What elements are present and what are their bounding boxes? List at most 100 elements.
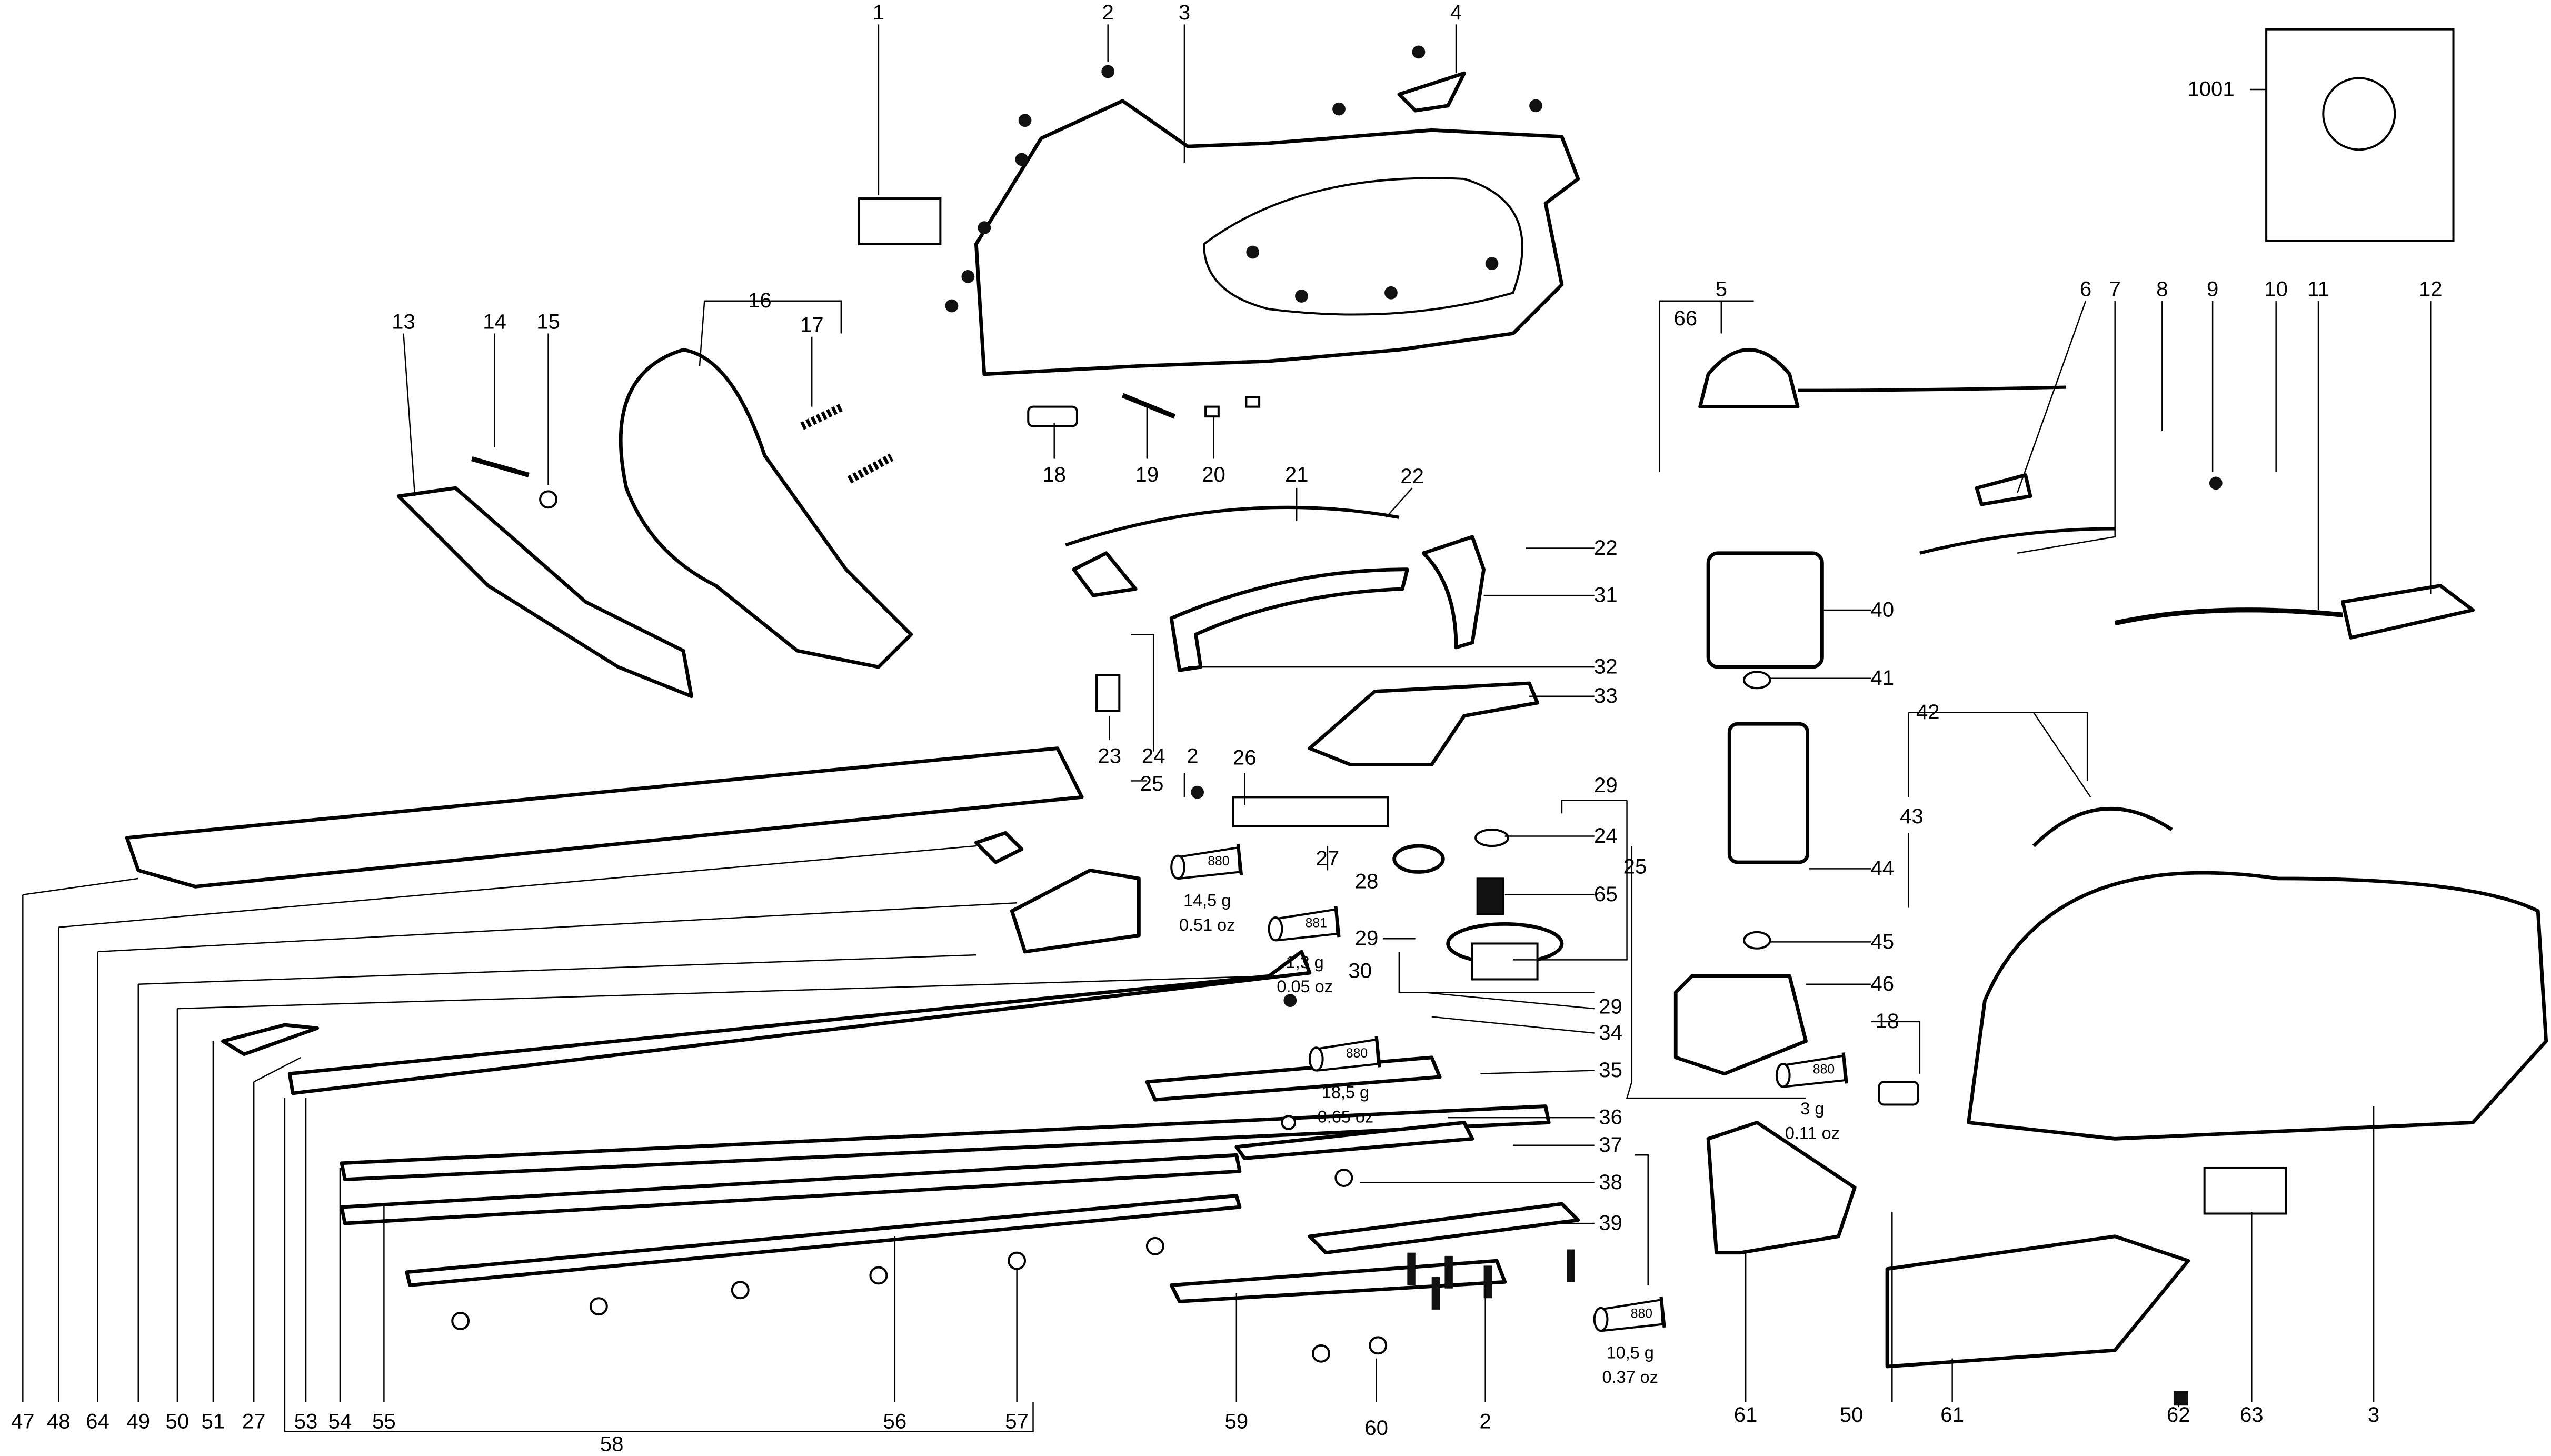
part-number-label: 12 (2419, 277, 2443, 301)
part-number-label: 7 (2109, 277, 2121, 301)
cable (1065, 505, 1400, 547)
gear-hub (1471, 942, 1539, 981)
connection-wire (1919, 527, 2115, 555)
gear-cover (1706, 1121, 1857, 1255)
part-number-label: 3 (1179, 1, 1190, 24)
gear-housing (1010, 869, 1141, 954)
part-number-label: 54 (328, 1409, 352, 1433)
part-number-label: 50 (1840, 1403, 1864, 1427)
screws (945, 45, 2223, 1008)
power-plug (2340, 584, 2475, 640)
part-number-label: 55 (372, 1409, 396, 1433)
grease-weight: 10,5 g (1607, 1343, 1654, 1362)
part-number-label: 47 (11, 1409, 35, 1433)
upper-blade (340, 1104, 1551, 1182)
part-number-label: 53 (294, 1409, 318, 1433)
small-part (1204, 405, 1220, 418)
brush-holder (1698, 348, 1800, 409)
switch (1975, 473, 2032, 506)
grease-ounces: 0.37 oz (1602, 1368, 1658, 1387)
parts-drawing (125, 28, 2548, 1406)
part-number-label: 29 (1594, 773, 1618, 797)
part-number-label: 33 (1594, 684, 1618, 707)
wing-screw (1072, 551, 1138, 597)
bushing (1474, 829, 1509, 847)
part-number-label: 34 (1599, 1021, 1622, 1044)
part-number-label: 38 (1599, 1170, 1622, 1194)
base-plate (1308, 1202, 1580, 1255)
part-number-label: 2 (1102, 1, 1114, 24)
grease-ounces: 0.65 oz (1318, 1107, 1373, 1126)
part-number-label: 1001 (2187, 77, 2234, 101)
grease-ounces: 0.05 oz (1277, 977, 1332, 996)
grease-code: 880 (1346, 1046, 1368, 1061)
tube-crimp (1841, 1052, 1848, 1084)
power-cord (2114, 607, 2343, 626)
part-number-label: 43 (1900, 804, 1924, 828)
label-plate (858, 197, 942, 245)
part-number-label: 60 (1364, 1416, 1388, 1440)
part-number-label: 62 (2167, 1403, 2190, 1427)
eccentric (974, 831, 1024, 864)
part-number-label: 37 (1599, 1133, 1622, 1156)
tube-cap (1268, 916, 1283, 942)
part-number-label: 29 (1599, 994, 1622, 1018)
part-number-label: 8 (2156, 277, 2168, 301)
tube-crimp (1334, 906, 1341, 938)
part-number-label: 24 (1594, 824, 1618, 847)
part-number-label: 44 (1870, 856, 1894, 880)
part-number-label: 13 (392, 310, 415, 333)
part-number-label: 23 (1098, 744, 1121, 767)
part-number-label: 17 (800, 313, 824, 336)
part-number-label: 63 (2240, 1403, 2264, 1427)
leader-lines (22, 24, 2432, 1432)
part-number-label: 61 (1940, 1403, 1964, 1427)
part-number-label: 20 (1202, 463, 1225, 486)
part-number-label: 28 (1355, 869, 1379, 893)
part-number-label: 2 (1187, 744, 1198, 767)
part-number-label: 3 (2368, 1403, 2379, 1427)
part-number-label: 19 (1135, 463, 1159, 486)
bolt (471, 456, 530, 477)
part-number-label: 65 (1594, 882, 1618, 906)
part-number-label: 46 (1870, 972, 1894, 995)
washer (539, 490, 558, 509)
part-number-label: 16 (748, 288, 772, 312)
grease-code: 880 (1813, 1063, 1835, 1077)
part-number-label: 6 (2080, 277, 2091, 301)
guard-plate (396, 486, 693, 699)
hand-guard (619, 348, 913, 669)
blade-rail (405, 1194, 1242, 1287)
part-number-label: 27 (1316, 846, 1340, 870)
part-number-label: 64 (86, 1409, 109, 1433)
part-number-label: 39 (1599, 1211, 1622, 1234)
part-number-label: 25 (1623, 855, 1647, 879)
part-number-label: 22 (1400, 464, 1424, 488)
grease-tube: 880 3 g 0.11 oz (1775, 1052, 1848, 1142)
tube-cap (1593, 1307, 1609, 1332)
handle-opening (1203, 177, 1523, 316)
part-number-label: 26 (1233, 746, 1257, 770)
part-number-label: 24 (1142, 744, 1165, 767)
part-number-label: 31 (1594, 583, 1618, 606)
housing-cover (1885, 1234, 2190, 1369)
grease-ounces: 0.11 oz (1785, 1123, 1840, 1142)
grease-code: 881 (1306, 916, 1327, 931)
part-number-label: 4 (1450, 1, 1462, 24)
part-number-label: 27 (242, 1409, 266, 1433)
damper (1027, 405, 1078, 427)
part-number-label: 29 (1355, 926, 1379, 950)
blade-guard (125, 746, 1084, 889)
grease-weight: 3 g (1800, 1099, 1824, 1118)
part-number-label: 15 (536, 310, 560, 333)
part-number-label: 42 (1916, 700, 1940, 724)
bearing (1743, 931, 1771, 950)
tube-cap (1170, 854, 1185, 880)
spring (1476, 877, 1504, 915)
tube-cap (1775, 1063, 1791, 1088)
